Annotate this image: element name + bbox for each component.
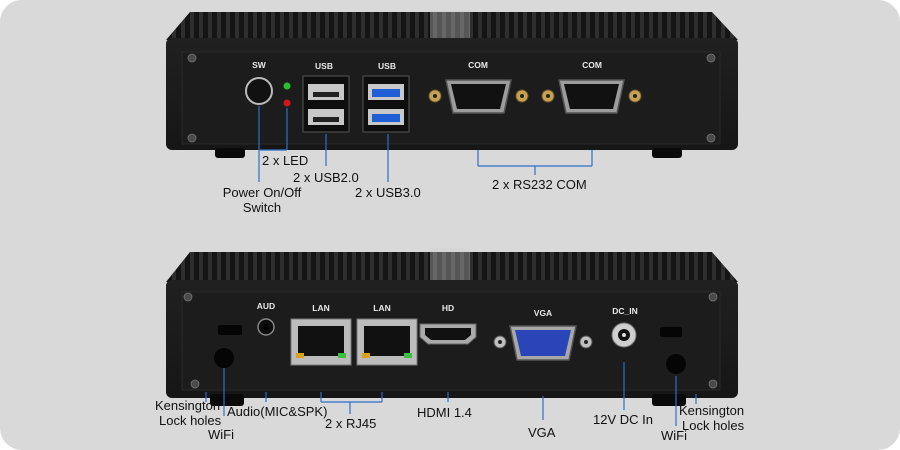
usb3-ports <box>362 75 410 133</box>
wifi-hole-right <box>666 354 686 374</box>
rear-callout-lines <box>205 362 697 426</box>
callout-12v-dc: 12V DC In <box>593 412 653 427</box>
vga-label: VGA <box>534 308 552 318</box>
callout-power-switch: Power On/Off Switch <box>214 185 310 215</box>
dc-in-label: DC_IN <box>612 306 638 316</box>
callout-hdmi: HDMI 1.4 <box>417 405 472 420</box>
com-left-label: COM <box>468 60 488 70</box>
hd-label: HD <box>442 303 454 313</box>
com-right-label: COM <box>582 60 602 70</box>
aud-label: AUD <box>257 301 275 311</box>
callout-kensington-right-line2: Lock holes <box>682 418 745 433</box>
lan-port-right <box>356 318 418 366</box>
wifi-hole-left <box>214 348 234 368</box>
callout-kensington-right: Kensington Lock holes <box>679 403 744 433</box>
callout-2x-usb2: 2 x USB2.0 <box>293 170 359 185</box>
com-port-right <box>541 79 642 114</box>
rear-unit: AUD LAN LAN HD VGA DC_IN <box>166 248 738 406</box>
vga-port <box>493 325 593 361</box>
kensington-slot-right <box>660 327 682 337</box>
lan-right-label: LAN <box>373 303 390 313</box>
usb2-ports <box>302 75 350 133</box>
front-unit: SW USB USB COM COM <box>166 10 738 158</box>
kensington-slot-left <box>218 325 242 335</box>
callout-wifi-right: WiFi <box>661 428 687 443</box>
led-green <box>283 82 291 90</box>
lan-port-left <box>290 318 352 366</box>
callout-power-line1: Power On/Off <box>222 185 302 200</box>
usb-right-label: USB <box>378 61 396 71</box>
callout-kensington-left: Kensington Lock holes <box>155 398 221 428</box>
sw-label: SW <box>252 60 267 70</box>
callout-kensington-left-line1: Kensington <box>155 398 221 413</box>
callout-power-line2: Switch <box>242 200 282 215</box>
com-port-left <box>428 79 529 114</box>
callout-audio: Audio(MIC&SPK) <box>227 404 328 419</box>
callout-wifi-left: WiFi <box>208 427 234 442</box>
power-button <box>245 77 273 105</box>
callout-kensington-left-line2: Lock holes <box>159 413 222 428</box>
led-red <box>283 99 291 107</box>
callout-vga: VGA <box>528 425 556 440</box>
callout-rs232: 2 x RS232 COM <box>492 177 587 192</box>
lan-left-label: LAN <box>312 303 329 313</box>
callout-2x-usb3: 2 x USB3.0 <box>355 185 421 200</box>
callout-rj45: 2 x RJ45 <box>325 416 377 431</box>
callout-kensington-right-line1: Kensington <box>679 403 745 418</box>
front-callout-lines <box>258 106 593 182</box>
callout-2x-led: 2 x LED <box>262 153 309 168</box>
usb-left-label: USB <box>315 61 333 71</box>
